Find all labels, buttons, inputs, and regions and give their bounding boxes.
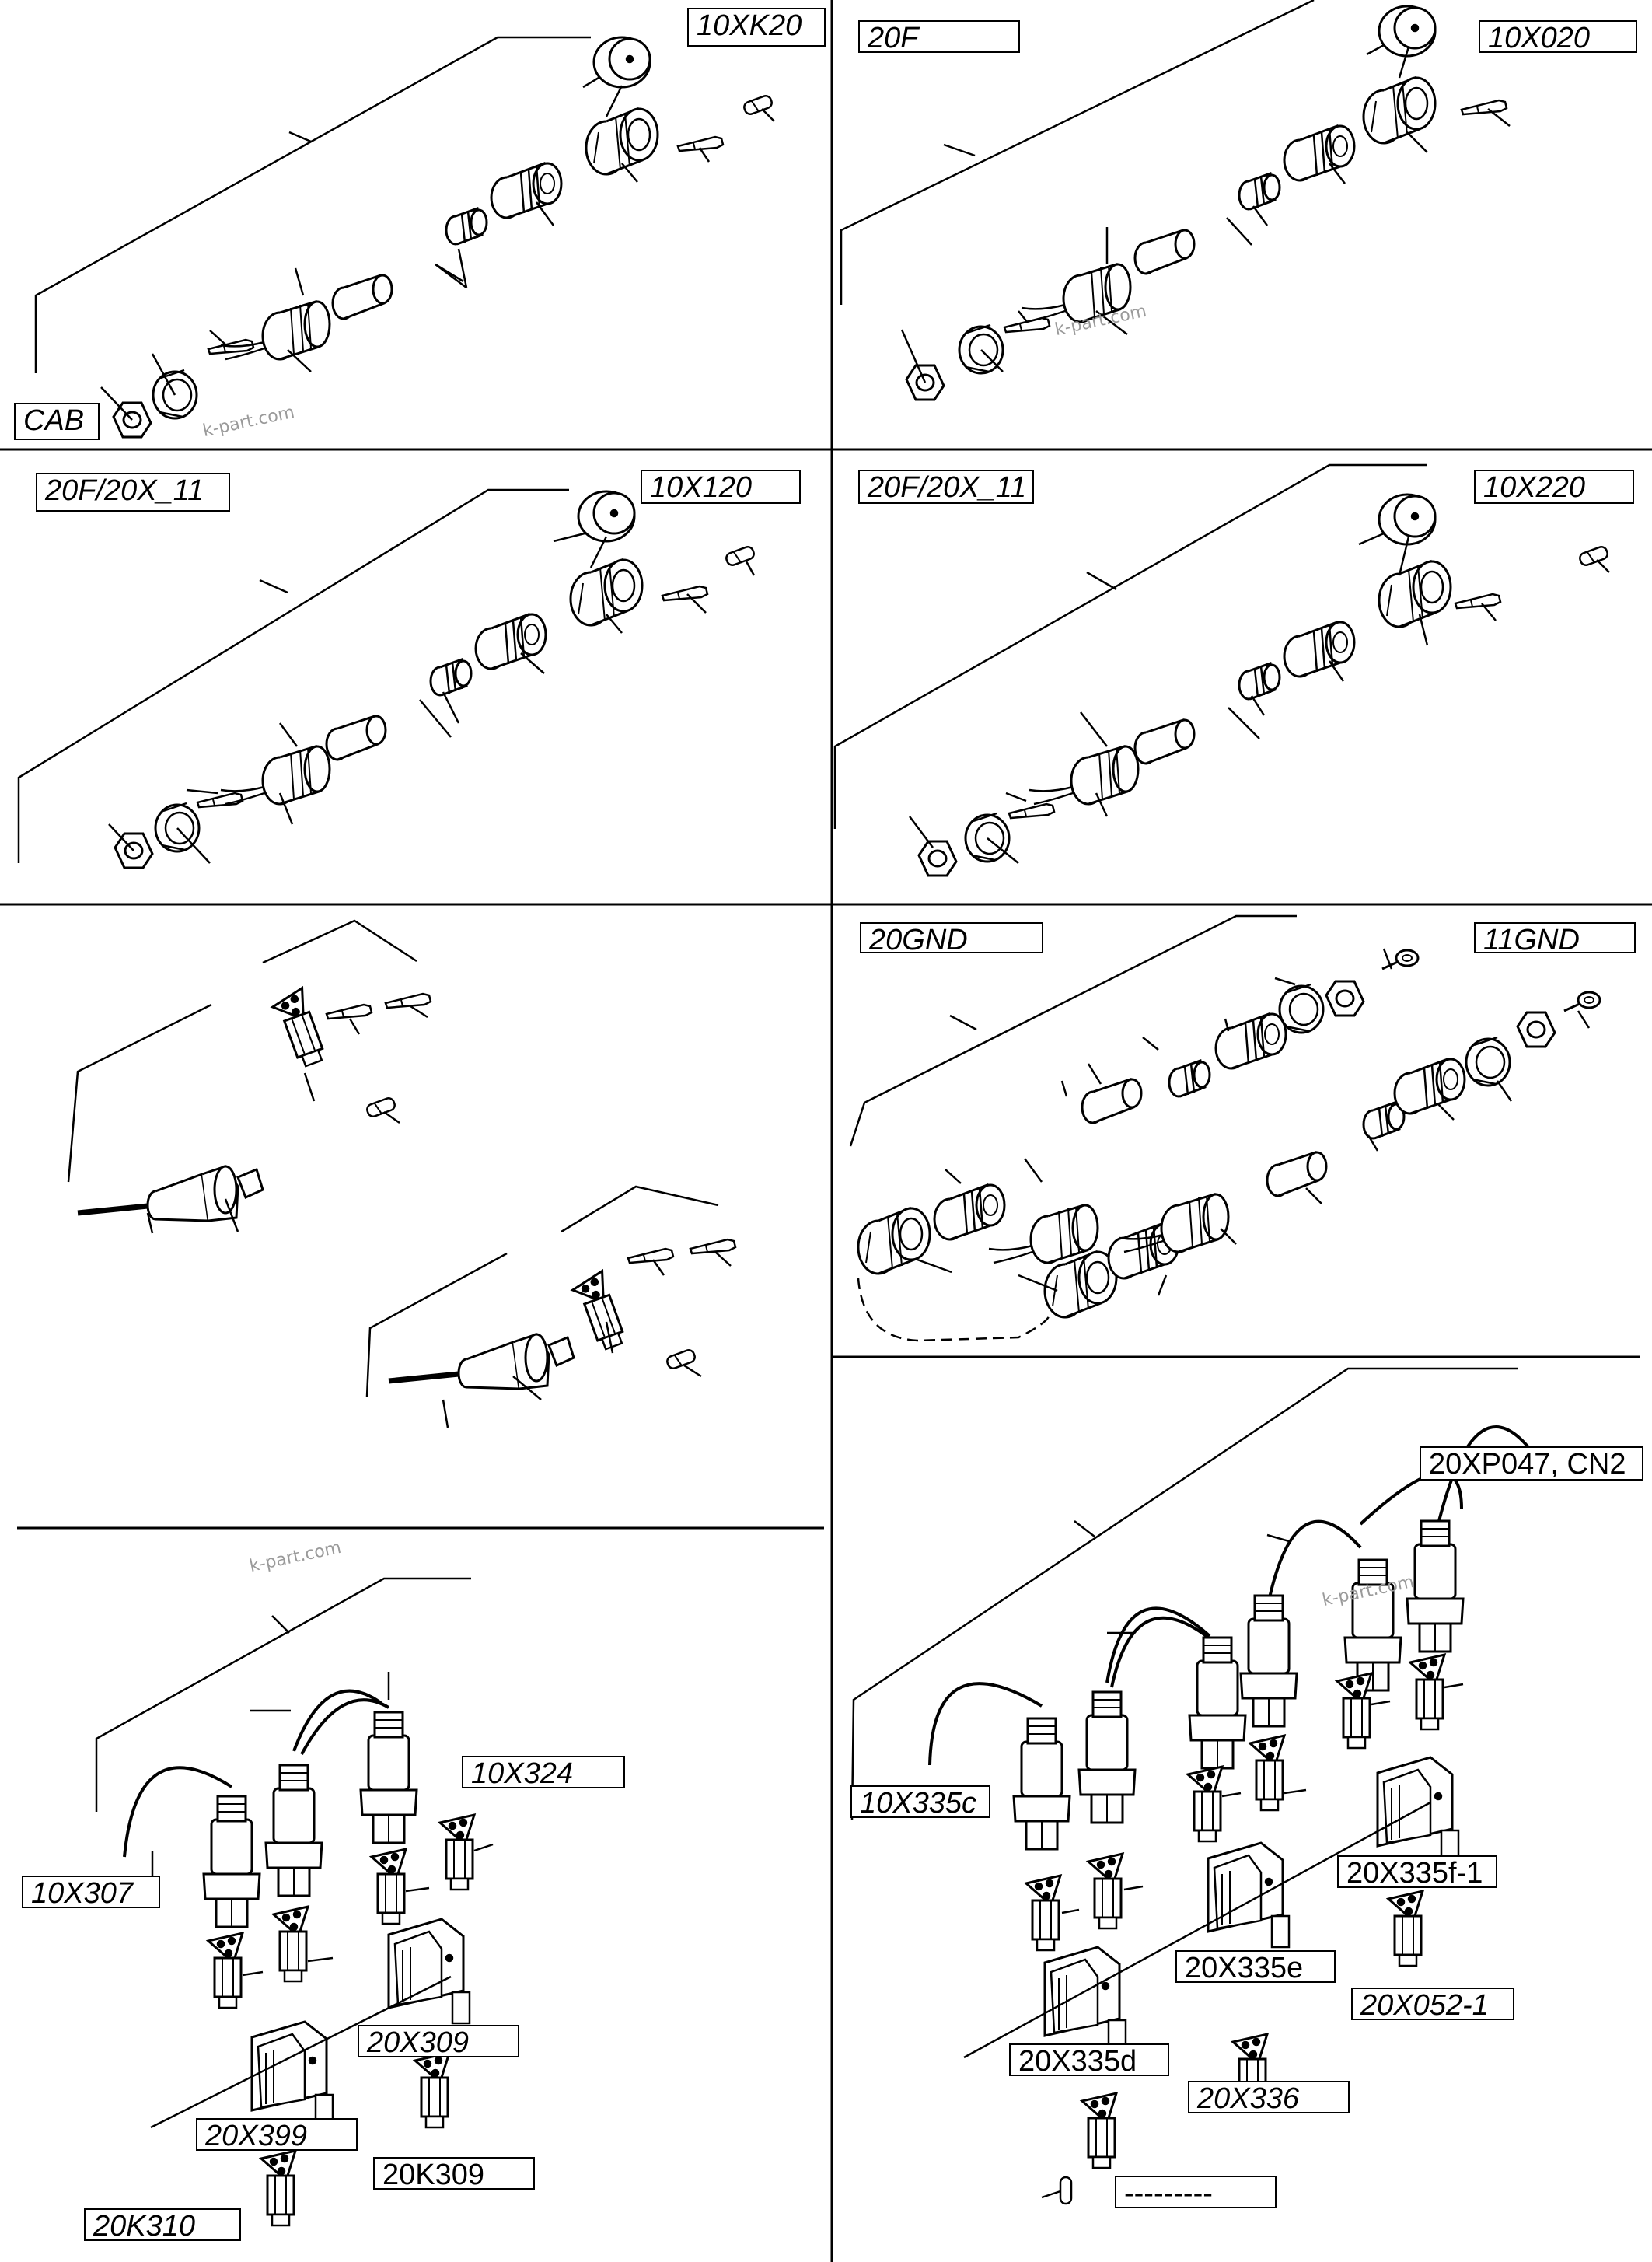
panel-8-drawing (850, 1367, 1541, 2205)
label-10x220: 10X220 (1474, 470, 1634, 504)
label-20x335f-1: 20X335f-1 (1337, 1855, 1497, 1888)
label-20f: 20F (858, 20, 1020, 53)
panel-4-drawing (833, 463, 1610, 877)
label-10x307: 10X307 (22, 1876, 160, 1908)
label-10xk20: 10XK20 (687, 8, 826, 47)
panel-3-drawing (17, 488, 756, 869)
label-11gnd: 11GND (1474, 922, 1636, 953)
label-10x335c: 10X335c (850, 1785, 990, 1818)
label-20k310: 20K310 (84, 2208, 241, 2241)
label-20x052-1: 20X052-1 (1351, 1988, 1514, 2020)
panel-5-drawing (67, 919, 737, 1428)
label-20x336: 20X336 (1188, 2081, 1350, 2113)
label-cab: CAB (14, 403, 100, 440)
label-20x335d: 20X335d (1009, 2043, 1169, 2076)
panel-7-drawing (95, 1577, 494, 2227)
label-20x309: 20X309 (358, 2025, 519, 2057)
panel-6-drawing (849, 914, 1601, 1342)
label-10x324: 10X324 (462, 1756, 625, 1788)
label-10x120: 10X120 (641, 470, 801, 504)
label-20k309: 20K309 (373, 2157, 535, 2190)
label-20xp047-cn2: 20XP047, CN2 (1420, 1446, 1643, 1481)
label-dashes: --------- (1115, 2176, 1277, 2208)
label-20gnd: 20GND (860, 922, 1043, 953)
label-20x335e: 20X335e (1175, 1950, 1336, 1983)
label-10x020: 10X020 (1479, 20, 1637, 53)
label-20f-20x-11-right: 20F/20X_11 (858, 470, 1034, 504)
label-20f-20x-11-left: 20F/20X_11 (36, 473, 230, 512)
panel-1-drawing (34, 36, 775, 439)
label-20x399: 20X399 (196, 2118, 358, 2151)
panel-2-drawing (840, 0, 1511, 401)
